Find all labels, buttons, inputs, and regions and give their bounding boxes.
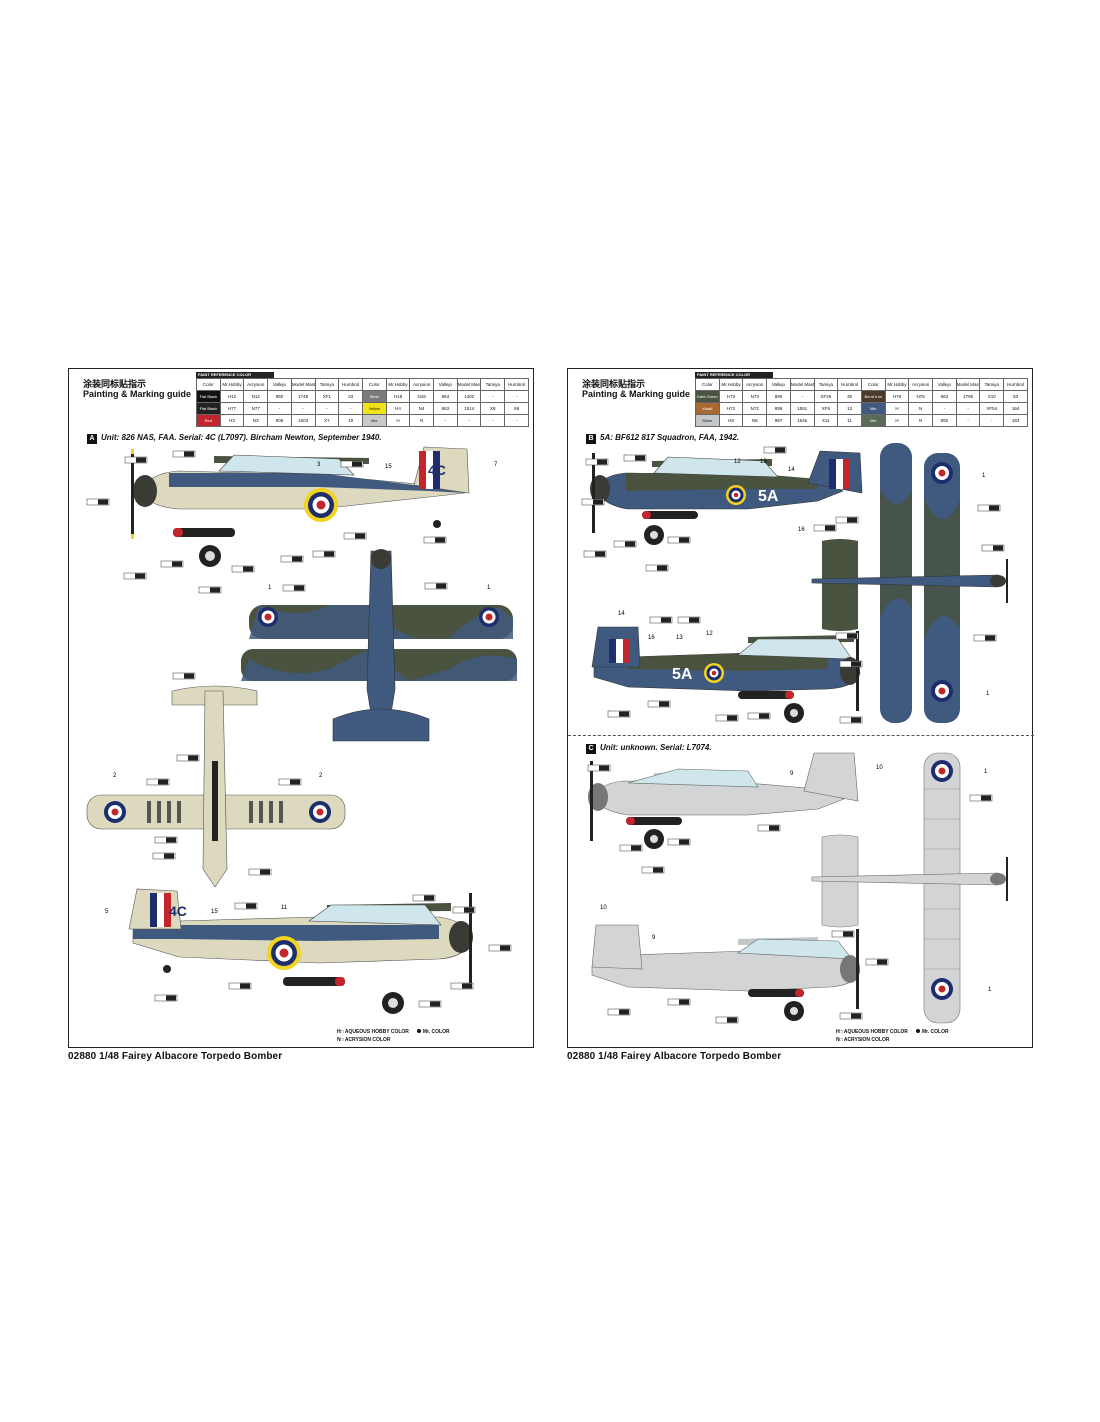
side-view-a2: 4C 5 15 11 xyxy=(105,888,512,1014)
svg-text:1: 1 xyxy=(988,987,992,993)
section-divider xyxy=(568,735,1034,736)
footer-right: 02880 1/48 Fairey Albacore Torpedo Bombe… xyxy=(567,1051,782,1062)
tailplane xyxy=(332,708,430,742)
svg-text:10: 10 xyxy=(876,765,883,771)
svg-text:1: 1 xyxy=(487,585,491,591)
top-view-c: 1 1 xyxy=(811,752,1008,1024)
header-en: Painting & Marking guide xyxy=(83,389,192,399)
svg-text:4C: 4C xyxy=(169,903,187,919)
svg-text:15: 15 xyxy=(211,909,218,915)
aircraft-profiles-a: 4C 3 15 7 xyxy=(86,446,517,1014)
header-en: Painting & Marking guide xyxy=(582,389,691,399)
svg-text:9: 9 xyxy=(652,935,656,941)
svg-text:2: 2 xyxy=(113,773,117,779)
svg-text:5A: 5A xyxy=(672,666,693,683)
side-view-c2: 10 9 xyxy=(591,905,889,1024)
propeller xyxy=(469,893,472,983)
svg-text:5: 5 xyxy=(105,909,109,915)
side-view-a1: 4C 3 15 7 xyxy=(86,446,498,594)
bottom-view-a: 2 2 xyxy=(86,672,346,888)
svg-text:1: 1 xyxy=(268,585,272,591)
marking-sheet-left: 涂装同标贴指示 Painting & Marking guide PAINT R… xyxy=(68,368,534,1048)
header-cn: 涂装同标贴指示 xyxy=(83,379,147,389)
header-cn: 涂装同标贴指示 xyxy=(582,379,646,389)
torpedo xyxy=(283,977,345,986)
svg-text:13: 13 xyxy=(676,635,683,641)
svg-text:12: 12 xyxy=(734,459,741,465)
top-view-b: 1 1 xyxy=(811,443,1008,723)
tail-code: 4C xyxy=(428,462,446,478)
torpedo xyxy=(173,528,235,537)
svg-text:10: 10 xyxy=(600,905,607,911)
svg-text:2: 2 xyxy=(319,773,323,779)
svg-text:1: 1 xyxy=(984,769,988,775)
underside-torpedo xyxy=(212,761,218,841)
svg-text:7: 7 xyxy=(494,462,498,468)
svg-text:1: 1 xyxy=(982,473,986,479)
svg-text:15: 15 xyxy=(385,464,392,470)
svg-text:14: 14 xyxy=(788,467,795,473)
side-view-c1: 9 10 xyxy=(587,752,883,874)
canopy xyxy=(218,454,355,476)
side-view-b1: 5A 12 13 14 16 xyxy=(581,446,863,572)
aircraft-profiles-bc: 5A 12 13 14 16 5A 14 16 xyxy=(581,443,1008,1024)
svg-text:1: 1 xyxy=(986,691,990,697)
paint-reference-title: PAINT REFERENCE COLOR xyxy=(196,372,274,378)
canopy xyxy=(308,904,442,926)
footer-left: 02880 1/48 Fairey Albacore Torpedo Bombe… xyxy=(68,1051,283,1062)
svg-text:3: 3 xyxy=(317,462,321,468)
svg-text:13: 13 xyxy=(760,459,767,465)
fuselage-top-camo xyxy=(133,925,439,941)
svg-text:14: 14 xyxy=(618,611,625,617)
svg-text:16: 16 xyxy=(798,527,805,533)
engine-cowl xyxy=(133,475,157,507)
tail-wheel xyxy=(433,520,441,528)
propeller xyxy=(131,449,134,539)
svg-text:16: 16 xyxy=(648,635,655,641)
fuselage-top-camo xyxy=(169,473,465,493)
mr-color-dot xyxy=(416,1029,421,1033)
top-view-a: 1 1 xyxy=(241,549,517,742)
code-letters: 5A xyxy=(758,488,779,505)
side-view-b2: 5A 14 16 13 12 xyxy=(591,611,863,724)
marking-sheet-right: 涂装同标贴指示 Painting & Marking guide PAINT R… xyxy=(567,368,1034,1048)
svg-text:9: 9 xyxy=(790,771,794,777)
svg-text:11: 11 xyxy=(281,905,288,911)
svg-text:12: 12 xyxy=(706,631,713,637)
